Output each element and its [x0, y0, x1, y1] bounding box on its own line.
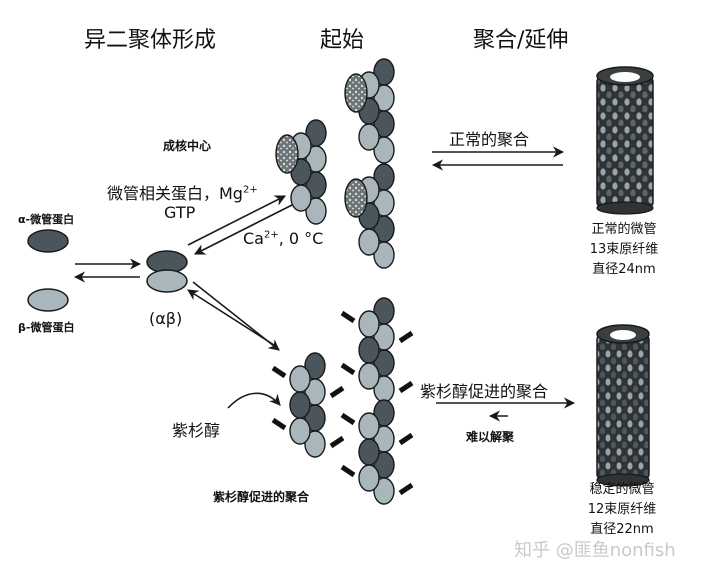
alpha-beta-dimer: [146, 250, 188, 293]
stable-microtubule: [596, 324, 650, 487]
forward-conditions-text: 微管相关蛋白，Mg: [107, 184, 243, 203]
taxol-molecule-icon: [398, 330, 414, 344]
taxol-polymerization-label: 紫杉醇促进的聚合: [420, 382, 549, 401]
taxol-molecule-icon: [271, 365, 287, 379]
taxol-bound-cluster-upper: [340, 297, 414, 403]
reverse-conditions-label: Ca2+, 0 °C: [243, 229, 323, 248]
normal-microtubule: [596, 66, 654, 215]
beta-tubulin-subunit: [358, 362, 380, 390]
normal-microtubule-type: 正常的微管: [591, 222, 657, 237]
gtp-label: GTP: [164, 203, 196, 222]
taxol-molecule-icon: [398, 482, 414, 496]
alpha-tubulin-subunit: [358, 336, 380, 364]
taxol-molecule-icon: [398, 380, 414, 394]
taxol-bound-cluster-first: [271, 352, 345, 458]
arrow-cold-depolymerize: [194, 204, 293, 255]
taxol-bound-cluster-lower: [340, 399, 414, 505]
stable-microtubule-diameter: 直径22nm: [590, 522, 654, 537]
beta-tubulin-monomer: [27, 288, 69, 312]
nucleation-center-cluster: [275, 119, 327, 225]
taxol-molecule-icon: [329, 385, 345, 399]
beta-tubulin-subunit: [289, 417, 311, 445]
taxol-molecule-icon: [329, 435, 345, 449]
dimer-label: (αβ): [149, 309, 183, 328]
taxol-molecule-icon: [271, 417, 287, 431]
forward-conditions-label: 微管相关蛋白，Mg2+: [107, 180, 258, 204]
taxol-molecule-icon: [340, 464, 356, 478]
taxol-molecule-icon: [340, 310, 356, 324]
stable-microtubule-protofilaments: 12束原纤维: [587, 502, 657, 517]
hard-to-depolymerize-label: 难以解聚: [466, 430, 515, 444]
initiation-cluster-upper: [344, 58, 395, 164]
normal-microtubule-caption: 正常的微管 13束原纤维 直径24nm: [570, 220, 678, 280]
forward-conditions-sup: 2+: [242, 184, 258, 196]
beta-tubulin-subunit: [289, 365, 311, 393]
normal-polymerization-label: 正常的聚合: [449, 130, 530, 149]
reverse-conditions-suffix: , 0 °C: [278, 229, 324, 248]
nucleation-center-label: 成核中心: [163, 139, 212, 153]
beta-tubulin-subunit: [358, 310, 380, 338]
initiation-cluster-lower: [344, 163, 395, 269]
beta-tubulin-label: β-微管蛋白: [18, 321, 75, 334]
beta-tubulin-subunit: [358, 464, 380, 492]
watermark: 知乎 @匪鱼nonfish: [514, 540, 676, 561]
alpha-tubulin-subunit: [289, 391, 311, 419]
header-dimer-formation: 异二聚体形成: [84, 28, 217, 53]
reverse-conditions-sup: 2+: [263, 229, 279, 241]
reverse-conditions-prefix: Ca: [243, 229, 264, 248]
normal-microtubule-protofilaments: 13束原纤维: [589, 242, 659, 257]
taxol-molecule-icon: [340, 412, 356, 426]
normal-microtubule-diameter: 直径24nm: [592, 262, 656, 277]
beta-tubulin-subunit: [373, 477, 395, 505]
beta-tubulin-subunit: [304, 430, 326, 458]
stable-microtubule-caption: 稳定的微管 12束原纤维 直径22nm: [568, 480, 676, 540]
alpha-tubulin-subunit: [358, 438, 380, 466]
alpha-tubulin-monomer: [27, 229, 69, 253]
taxol-molecule-icon: [398, 432, 414, 446]
beta-tubulin-subunit: [358, 412, 380, 440]
taxol-molecule-icon: [340, 362, 356, 376]
arrow-nucleate: [187, 195, 286, 246]
header-initiation: 起始: [320, 28, 365, 53]
taxol-label: 紫杉醇: [172, 421, 221, 440]
alpha-tubulin-label: α-微管蛋白: [18, 213, 75, 226]
taxol-polymerization-caption: 紫杉醇促进的聚合: [213, 490, 310, 504]
arrow-taxol-depolymerize: [187, 289, 275, 346]
header-polymerization: 聚合/延伸: [473, 28, 569, 53]
arrow-taxol-assemble: [192, 281, 280, 351]
stable-microtubule-type: 稳定的微管: [589, 482, 655, 497]
taxol-binding-arrow: [227, 392, 281, 409]
